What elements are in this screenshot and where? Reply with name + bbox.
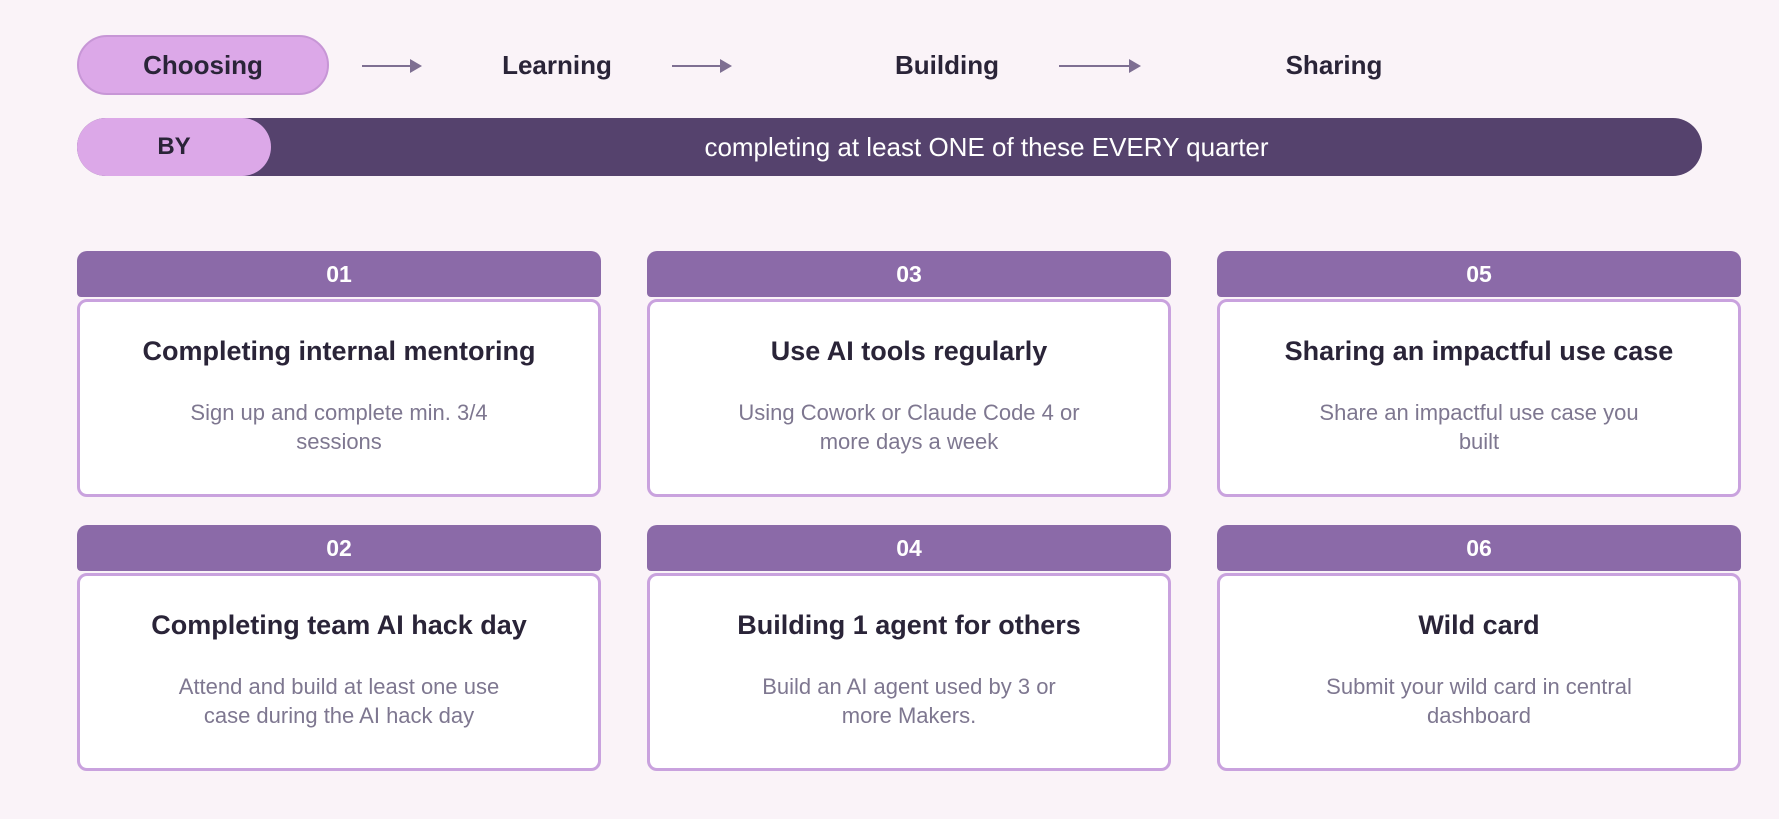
card-number: 06: [1217, 525, 1741, 571]
card-body: Use AI tools regularly Using Cowork or C…: [647, 299, 1171, 497]
activity-card-02: 02 Completing team AI hack day Attend an…: [77, 525, 601, 771]
stage-choosing: Choosing: [77, 35, 329, 95]
criteria-text: completing at least ONE of these EVERY q…: [704, 132, 1269, 162]
card-title: Completing internal mentoring: [142, 336, 536, 366]
card-title: Building 1 agent for others: [737, 610, 1081, 640]
card-body: Completing internal mentoring Sign up an…: [77, 299, 601, 497]
activity-card-04: 04 Building 1 agent for others Build an …: [647, 525, 1171, 771]
arrow-right-icon: [362, 59, 422, 73]
card-body: Completing team AI hack day Attend and b…: [77, 573, 601, 771]
activity-cards-grid: 01 Completing internal mentoring Sign up…: [77, 251, 1742, 771]
card-title: Wild card: [1418, 610, 1540, 640]
card-description: Build an AI agent used by 3 or more Make…: [762, 674, 1056, 728]
stage-learning: Learning: [502, 50, 612, 80]
activity-card-05: 05 Sharing an impactful use case Share a…: [1217, 251, 1741, 497]
arrow-right-icon: [672, 59, 732, 73]
card-body: Building 1 agent for others Build an AI …: [647, 573, 1171, 771]
card-body: Wild card Submit your wild card in centr…: [1217, 573, 1741, 771]
card-title: Completing team AI hack day: [151, 610, 527, 640]
criteria-bar: BY completing at least ONE of these EVER…: [77, 118, 1702, 176]
activity-card-06: 06 Wild card Submit your wild card in ce…: [1217, 525, 1741, 771]
card-body: Sharing an impactful use case Share an i…: [1217, 299, 1741, 497]
card-title: Sharing an impactful use case: [1284, 336, 1674, 366]
arrow-right-icon: [1059, 59, 1141, 73]
card-description: Sign up and complete min. 3/4 sessions: [190, 400, 488, 454]
activity-card-03: 03 Use AI tools regularly Using Cowork o…: [647, 251, 1171, 497]
card-number: 03: [647, 251, 1171, 297]
stage-sharing: Sharing: [1285, 50, 1383, 80]
card-description: Attend and build at least one use case d…: [178, 674, 500, 728]
card-description: Using Cowork or Claude Code 4 or more da…: [738, 400, 1080, 454]
activity-card-01: 01 Completing internal mentoring Sign up…: [77, 251, 601, 497]
card-description: Submit your wild card in central dashboa…: [1326, 674, 1632, 728]
card-number: 02: [77, 525, 601, 571]
stage-building: Building: [895, 50, 999, 80]
card-number: 05: [1217, 251, 1741, 297]
card-description: Share an impactful use case you built: [1319, 400, 1639, 454]
card-number: 01: [77, 251, 601, 297]
card-number: 04: [647, 525, 1171, 571]
card-title: Use AI tools regularly: [770, 336, 1048, 366]
criteria-prefix-pill: BY: [77, 118, 271, 176]
stage-flow: Choosing Learning Building Sharing: [77, 35, 1382, 95]
